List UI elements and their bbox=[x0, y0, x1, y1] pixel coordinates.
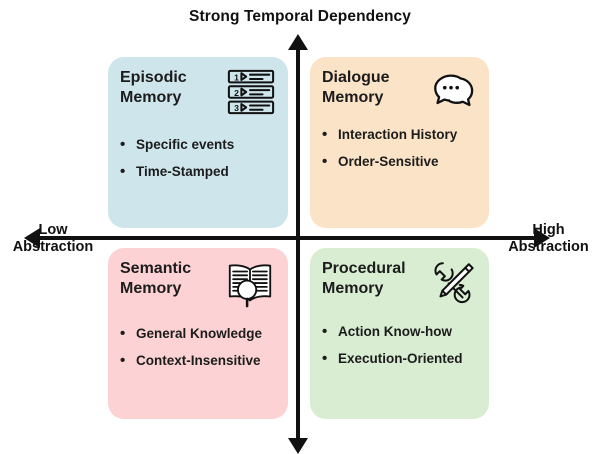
axis-label-low-abstraction: Low Abstraction bbox=[0, 222, 106, 256]
arrow-right-icon bbox=[534, 228, 550, 248]
axis-label-low-line2: Abstraction bbox=[12, 239, 94, 256]
bullet-marker: • bbox=[322, 350, 328, 367]
bullet-text: Specific events bbox=[136, 137, 235, 152]
card-header: Dialogue Memory bbox=[322, 67, 477, 120]
list-item: • Context-Insensitive bbox=[120, 352, 276, 370]
list-item: • Order-Sensitive bbox=[322, 153, 477, 171]
bullet-marker: • bbox=[120, 163, 126, 180]
card-title-procedural: Procedural Memory bbox=[322, 260, 406, 297]
list-item: • Specific events bbox=[120, 136, 276, 154]
quadrant-card-episodic: Episodic Memory 1 2 3 bbox=[108, 57, 288, 228]
bullet-list-episodic: • Specific events • Time-Stamped bbox=[120, 136, 276, 181]
numbered-list-icon: 1 2 3 bbox=[226, 67, 276, 122]
bullet-marker: • bbox=[120, 136, 126, 153]
book-magnifier-icon bbox=[224, 258, 276, 315]
axis-label-high-abstraction: High Abstraction bbox=[497, 222, 600, 256]
card-title-semantic: Semantic Memory bbox=[120, 260, 192, 297]
card-title-dialogue: Dialogue Memory bbox=[322, 69, 390, 106]
card-title-episodic: Episodic Memory bbox=[120, 69, 187, 106]
card-header: Episodic Memory 1 2 3 bbox=[120, 67, 276, 122]
list-item: • Execution-Oriented bbox=[322, 350, 477, 368]
bullet-list-dialogue: • Interaction History • Order-Sensitive bbox=[322, 126, 477, 171]
arrow-up-icon bbox=[288, 34, 308, 50]
speech-bubbles-icon bbox=[425, 67, 477, 120]
svg-text:3: 3 bbox=[234, 103, 239, 113]
bullet-text: Action Know-how bbox=[338, 324, 452, 339]
list-item: • Interaction History bbox=[322, 126, 477, 144]
bullet-marker: • bbox=[322, 126, 328, 143]
bullet-text: Order-Sensitive bbox=[338, 154, 439, 169]
axis-title-top: Strong Temporal Dependency bbox=[189, 8, 411, 25]
svg-text:1: 1 bbox=[234, 72, 239, 82]
card-header: Procedural Memory bbox=[322, 258, 477, 313]
svg-text:2: 2 bbox=[234, 88, 239, 98]
horizontal-axis-line bbox=[30, 236, 538, 240]
list-item: • General Knowledge bbox=[120, 325, 276, 343]
card-header: Semantic Memory bbox=[120, 258, 276, 315]
axis-label-high-line2: Abstraction bbox=[508, 239, 589, 256]
bullet-list-semantic: • General Knowledge • Context-Insensitiv… bbox=[120, 325, 276, 370]
bullet-text: Interaction History bbox=[338, 127, 458, 142]
bullet-marker: • bbox=[120, 352, 126, 369]
axis-label-high-line1: High bbox=[532, 222, 565, 238]
vertical-axis-line bbox=[296, 46, 300, 448]
arrow-left-icon bbox=[24, 228, 40, 248]
wrench-pencil-icon bbox=[427, 258, 477, 313]
bullet-marker: • bbox=[322, 323, 328, 340]
bullet-text: General Knowledge bbox=[136, 326, 263, 341]
arrow-down-icon bbox=[288, 438, 308, 454]
bullet-marker: • bbox=[120, 325, 126, 342]
bullet-marker: • bbox=[322, 153, 328, 170]
quadrant-card-semantic: Semantic Memory bbox=[108, 248, 288, 419]
list-item: • Action Know-how bbox=[322, 323, 477, 341]
bullet-text: Time-Stamped bbox=[136, 164, 229, 179]
bullet-list-procedural: • Action Know-how • Execution-Oriented bbox=[322, 323, 477, 368]
quadrant-card-procedural: Procedural Memory • Action Know-how bbox=[310, 248, 489, 419]
bullet-text: Context-Insensitive bbox=[136, 353, 261, 368]
list-item: • Time-Stamped bbox=[120, 163, 276, 181]
axis-label-low-line1: Low bbox=[38, 222, 68, 238]
quadrant-card-dialogue: Dialogue Memory • Interaction History • … bbox=[310, 57, 489, 228]
bullet-text: Execution-Oriented bbox=[338, 351, 463, 366]
